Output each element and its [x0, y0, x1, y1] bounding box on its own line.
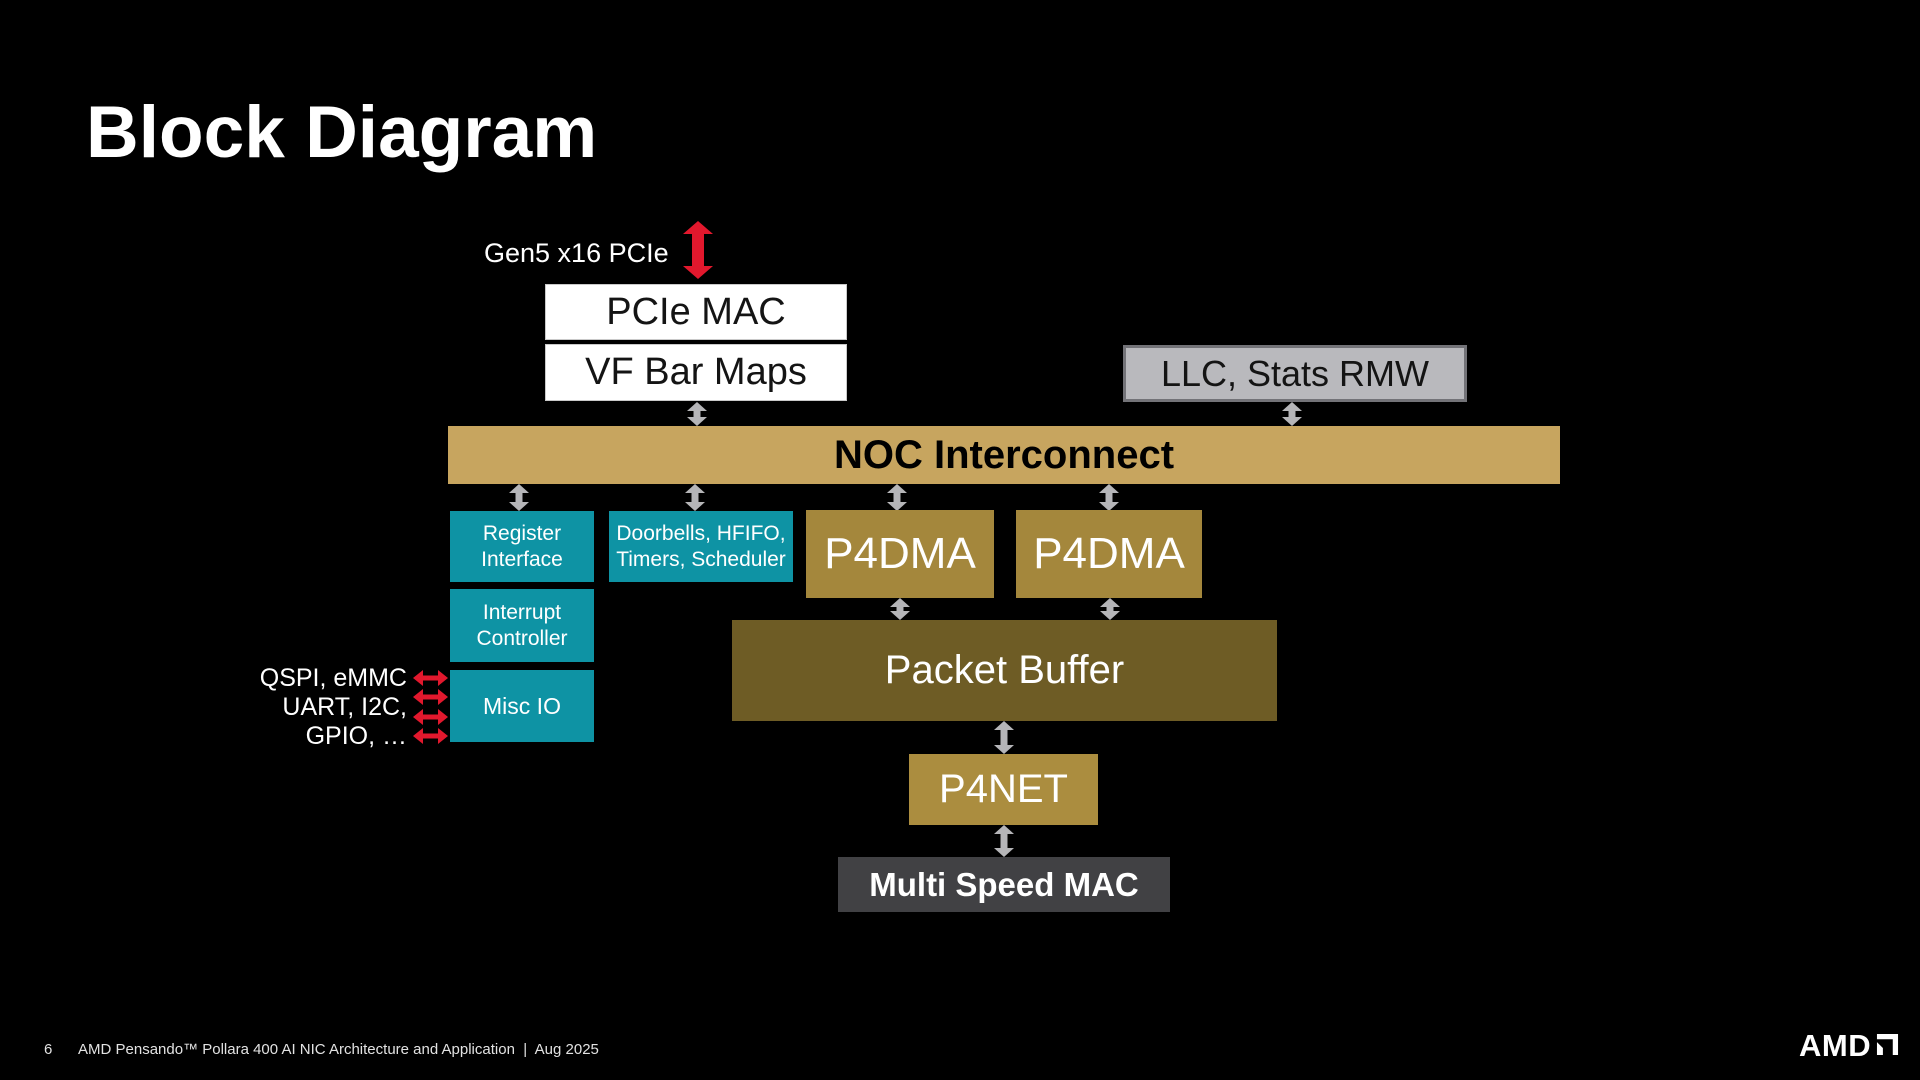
box-p4dma-right: P4DMA [1016, 510, 1202, 598]
connector-p4net-to-mac-icon [993, 825, 1015, 857]
connector-vf-to-noc-icon [686, 402, 708, 426]
misc-io-label-uart: UART, I2C, [282, 693, 407, 721]
misc-io-arrow-icon [413, 689, 448, 705]
box-multi-speed-mac: Multi Speed MAC [838, 857, 1170, 912]
page-number: 6 [44, 1041, 53, 1058]
box-packet-buffer: Packet Buffer [732, 620, 1277, 721]
connector-noc-to-doorbells-icon [684, 484, 706, 511]
box-register-interface: Register Interface [450, 511, 594, 582]
misc-io-labels: QSPI, eMMC UART, I2C, GPIO, … [150, 664, 407, 751]
footer-text: AMD Pensando™ Pollara 400 AI NIC Archite… [78, 1041, 599, 1058]
page-title: Block Diagram [86, 92, 598, 173]
connector-llc-to-noc-icon [1281, 402, 1303, 426]
connector-noc-to-p4dma-left-icon [886, 484, 908, 511]
box-pcie-mac: PCIe MAC [545, 284, 847, 340]
misc-io-arrow-icon [413, 728, 448, 744]
misc-io-arrow-icon [413, 709, 448, 725]
pcie-double-arrow-icon [683, 221, 713, 279]
misc-io-label-qspi: QSPI, eMMC [259, 664, 407, 692]
box-misc-io: Misc IO [450, 670, 594, 742]
misc-io-arrow-icon [413, 670, 448, 686]
box-p4dma-left: P4DMA [806, 510, 994, 598]
box-p4net: P4NET [909, 754, 1098, 825]
pcie-link-label: Gen5 x16 PCIe [484, 238, 669, 268]
connector-p4dma-left-to-buffer-icon [889, 598, 911, 620]
box-llc-stats-rmw: LLC, Stats RMW [1123, 345, 1467, 402]
box-noc-interconnect: NOC Interconnect [448, 426, 1560, 484]
amd-arrow-icon [1876, 1033, 1899, 1056]
box-doorbells-scheduler: Doorbells, HFIFO, Timers, Scheduler [609, 511, 793, 582]
connector-buffer-to-p4net-icon [993, 721, 1015, 754]
connector-noc-to-register-icon [508, 484, 530, 511]
misc-io-label-gpio: GPIO, … [305, 722, 407, 750]
box-interrupt-controller: Interrupt Controller [450, 589, 594, 662]
connector-p4dma-right-to-buffer-icon [1099, 598, 1121, 620]
connector-noc-to-p4dma-right-icon [1098, 484, 1120, 511]
box-vf-bar-maps: VF Bar Maps [545, 344, 847, 401]
amd-wordmark: AMD [1799, 1028, 1872, 1063]
